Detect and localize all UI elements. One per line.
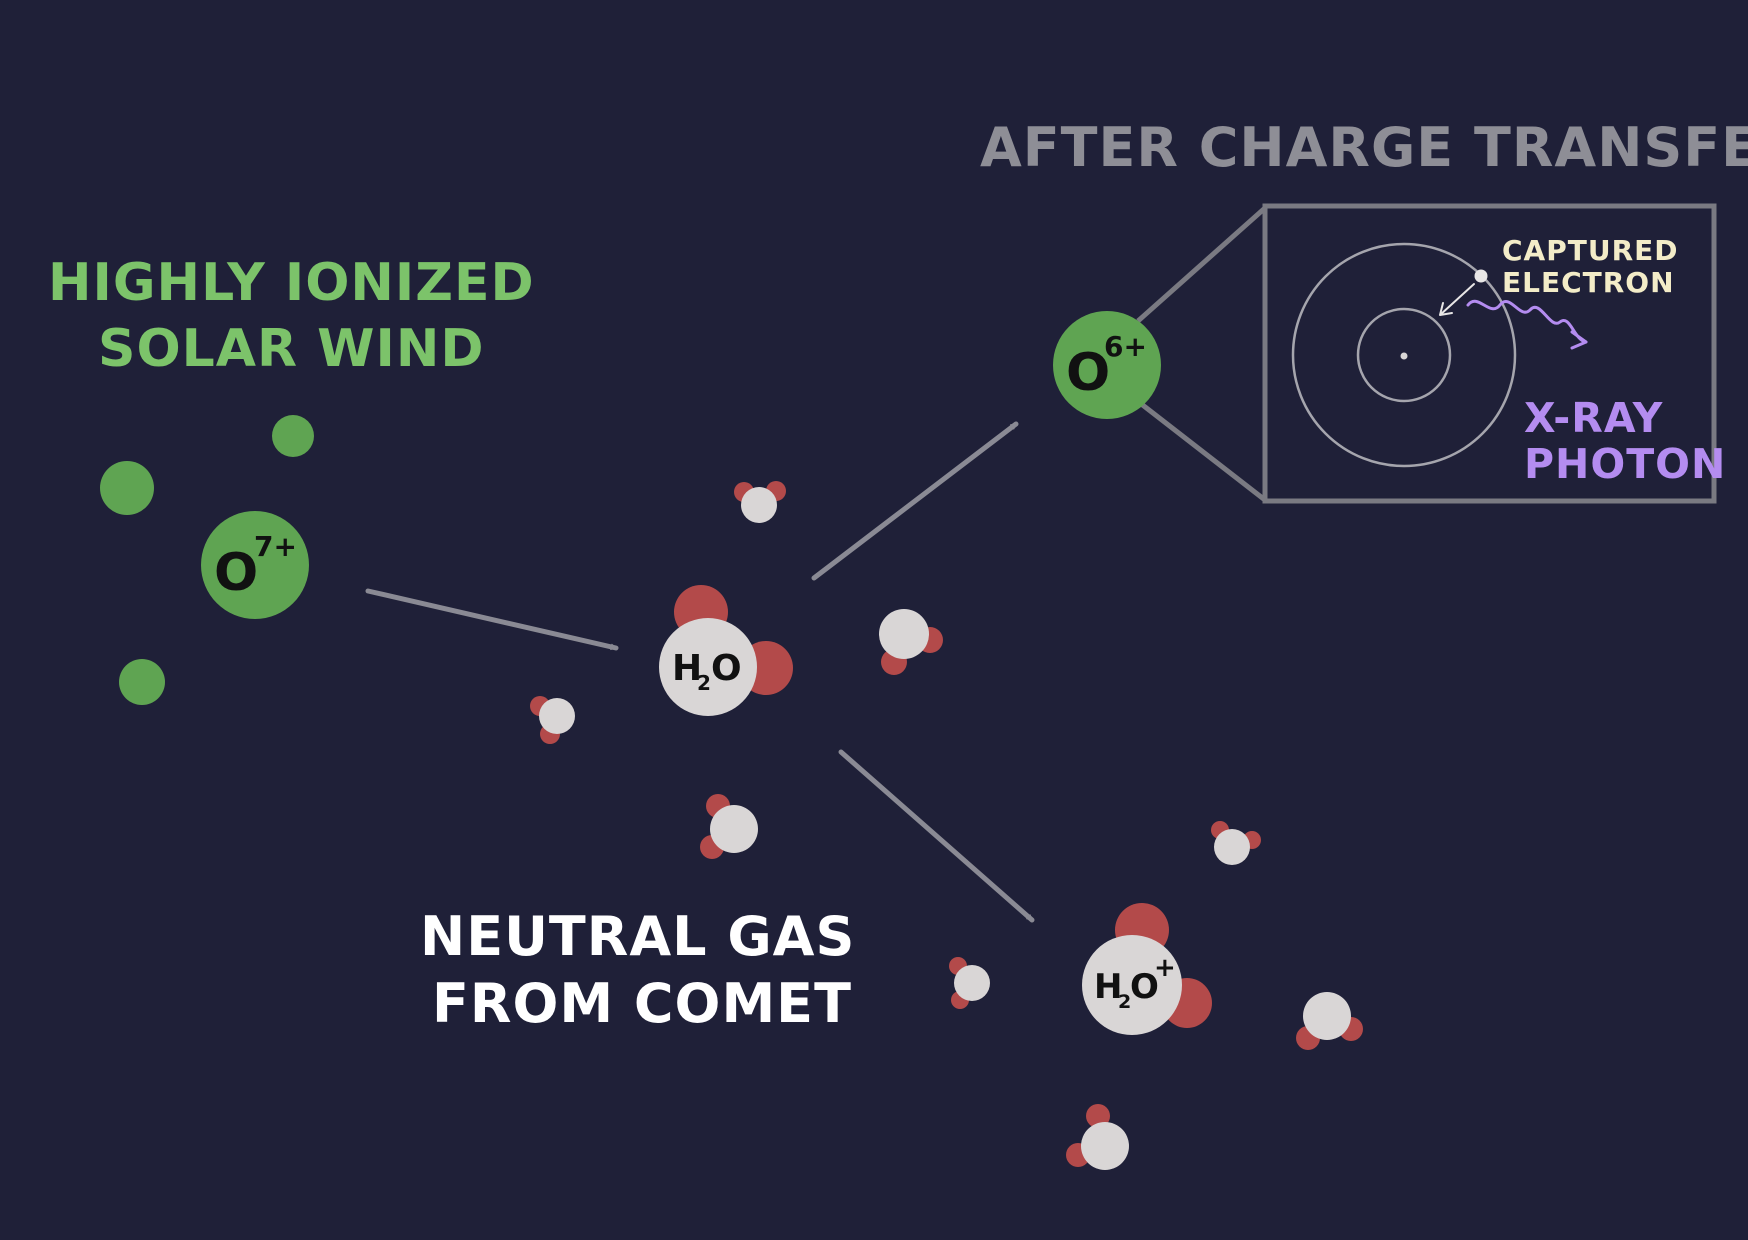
arrow-right-icon [811, 421, 1019, 581]
solar-wind-ion [272, 415, 314, 457]
outer-orbit [1291, 242, 1517, 468]
ion-charge: 7+ [254, 530, 297, 563]
xray-photon-label-line2: PHOTON [1524, 440, 1726, 488]
inset-connector [1136, 206, 1267, 323]
nucleus-dot [1400, 352, 1408, 360]
ion-symbol: O [214, 543, 258, 603]
oxygen-7plus-ion: O 7+ [201, 511, 309, 619]
molecule-charge: + [1154, 953, 1176, 983]
captured-electron-label-line1: CAPTURED [1502, 234, 1679, 267]
small-water-molecule [734, 481, 786, 523]
electron-transition-arrow-icon [1439, 283, 1475, 316]
arrow-right-icon [838, 749, 1035, 923]
neutral-gas-label-line1: NEUTRAL GAS [420, 905, 855, 968]
electron-dot-icon [1474, 269, 1488, 283]
oxygen-6plus-ion: O 6+ [1053, 311, 1161, 419]
ion-symbol: O [1066, 343, 1110, 403]
molecule-o: O [711, 648, 742, 689]
captured-electron-label-line2: ELECTRON [1502, 266, 1675, 299]
xray-photon-label-line1: X-RAY [1524, 394, 1664, 442]
neutral-gas-label-line2: FROM COMET [432, 972, 852, 1035]
wavy-photon-icon [1466, 299, 1588, 344]
small-water-molecule [1066, 1104, 1129, 1170]
small-water-molecule [1211, 821, 1261, 865]
molecule-h: H [672, 648, 702, 689]
small-water-molecule [700, 794, 758, 859]
molecule-subscript: 2 [697, 671, 711, 695]
arrow-right-icon [365, 588, 619, 651]
inset-connector [1138, 401, 1267, 502]
solar-wind-ion [119, 659, 165, 705]
small-water-molecule [879, 609, 943, 675]
inner-orbit [1356, 307, 1452, 403]
ion-charge: 6+ [1104, 330, 1147, 363]
molecule-h: H [1094, 967, 1122, 1007]
solar-wind-ion [100, 461, 154, 515]
water-molecule-neutral: H 2 O [659, 585, 793, 716]
molecule-subscript: 2 [1118, 991, 1131, 1013]
small-water-molecule [530, 696, 575, 744]
solar-wind-label-line2: SOLAR WIND [98, 319, 485, 379]
after-charge-transfer-label: AFTER CHARGE TRANSFER [980, 116, 1748, 179]
photon-arrowhead-icon [1570, 330, 1588, 350]
molecule-o: O [1130, 967, 1159, 1007]
small-water-molecule [949, 957, 990, 1009]
solar-wind-label-line1: HIGHLY IONIZED [48, 253, 535, 313]
water-molecule-ion: H 2 O + [1082, 903, 1212, 1035]
inset-zoom-box [1262, 203, 1717, 504]
small-water-molecule [1296, 992, 1363, 1050]
